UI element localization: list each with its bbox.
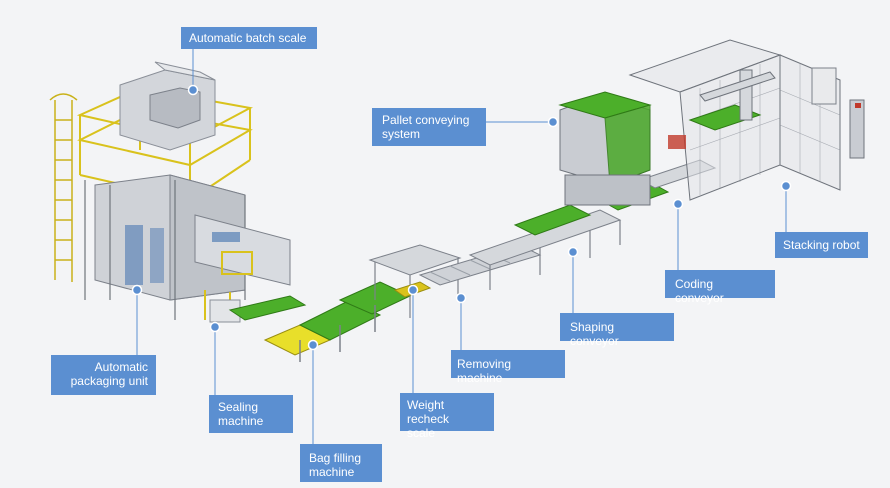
label-automatic-packaging-unit: Automatic packaging unit bbox=[51, 355, 156, 395]
label-automatic-batch-scale: Automatic batch scale bbox=[181, 27, 317, 49]
label-bag-filling-machine: Bag filling machine bbox=[300, 444, 382, 482]
label-sealing-machine: Sealing machine bbox=[209, 395, 293, 433]
pallet-magazine bbox=[558, 91, 652, 206]
label-coding-conveyor: Coding conveyor bbox=[665, 270, 775, 305]
bag-filling-belt bbox=[228, 281, 412, 362]
stacking-robot-cell bbox=[628, 39, 865, 201]
callout-lines bbox=[136, 48, 787, 444]
label-removing-machine: Removing machine bbox=[451, 350, 565, 385]
label-shaping-conveyor: Shaping conveyor bbox=[560, 313, 674, 348]
roller-conveyor bbox=[468, 159, 717, 290]
label-weight-recheck-scale: Weight recheck scale bbox=[400, 393, 494, 440]
label-stacking-robot: Stacking robot bbox=[775, 232, 868, 258]
callout-dots bbox=[131, 84, 792, 351]
label-pallet-conveying-system: Pallet conveying system bbox=[372, 108, 486, 146]
packaging-unit-tower bbox=[49, 61, 291, 323]
